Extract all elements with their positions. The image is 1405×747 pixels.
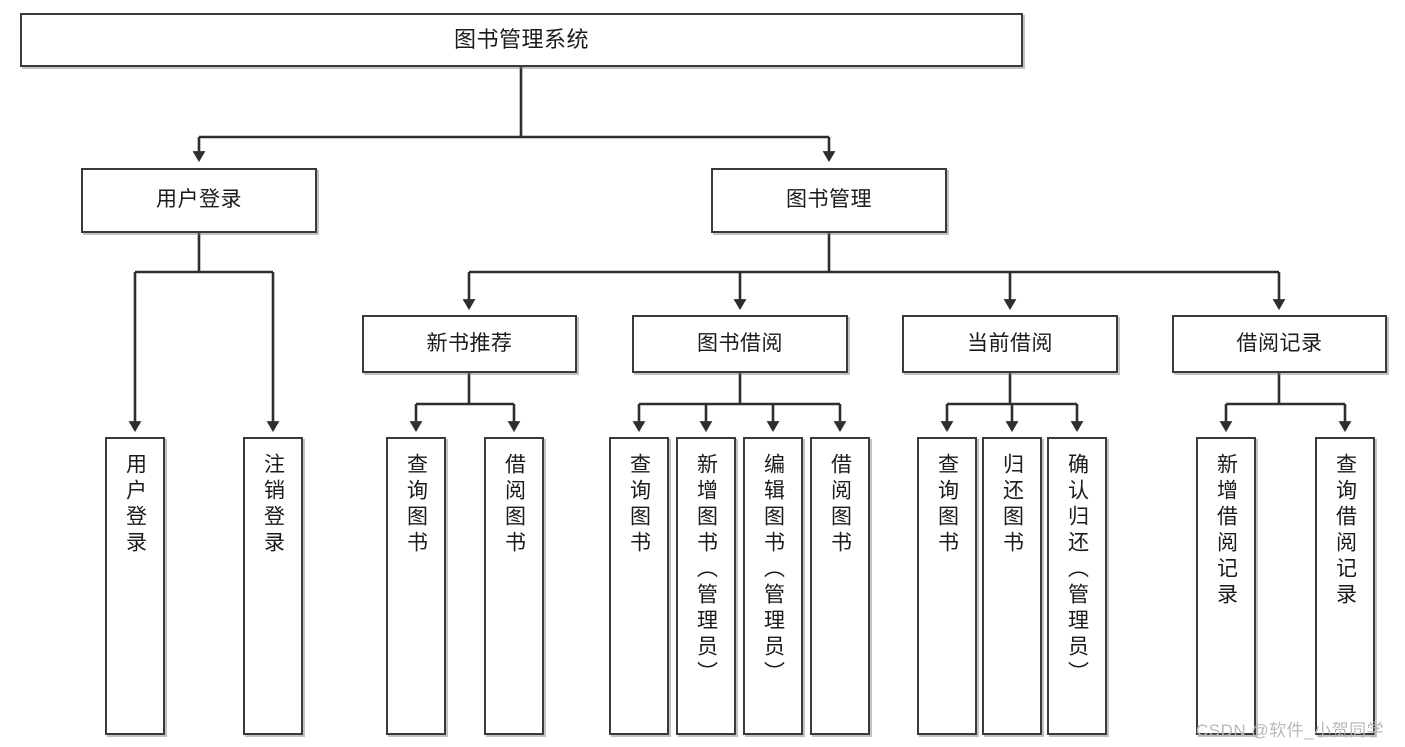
node-leaf-query-book-cb[interactable]: 查询图书 [917,437,977,735]
node-new-book-rec-label: 新书推荐 [426,331,513,355]
node-leaf-return-book-label: 归还图书 [1000,453,1024,557]
node-leaf-logout-label: 注销登录 [261,453,285,557]
node-leaf-confirm-return[interactable]: 确认归还（管理员） [1047,437,1107,735]
node-borrow-record[interactable]: 借阅记录 [1172,315,1387,373]
node-leaf-query-record-label: 查询借阅记录 [1333,453,1357,609]
node-book-borrow[interactable]: 图书借阅 [632,315,848,373]
csdn-watermark: CSDN @软件_小贺同学 [1196,721,1385,740]
node-leaf-user-login[interactable]: 用户登录 [105,437,165,735]
node-user-login[interactable]: 用户登录 [81,168,317,233]
node-leaf-borrow-book-rec[interactable]: 借阅图书 [484,437,544,735]
node-leaf-add-book-label: 新增图书（管理员） [694,453,718,687]
node-root-label: 图书管理系统 [453,27,589,53]
node-leaf-return-book[interactable]: 归还图书 [982,437,1042,735]
node-leaf-user-login-label: 用户登录 [123,453,147,557]
node-user-login-label: 用户登录 [156,188,242,212]
node-current-borrow[interactable]: 当前借阅 [902,315,1118,373]
node-leaf-edit-book[interactable]: 编辑图书（管理员） [743,437,803,735]
node-leaf-add-record[interactable]: 新增借阅记录 [1196,437,1256,735]
node-new-book-rec[interactable]: 新书推荐 [362,315,577,373]
node-leaf-confirm-return-label: 确认归还（管理员） [1065,453,1089,687]
node-book-borrow-label: 图书借阅 [697,331,783,355]
node-book-manage[interactable]: 图书管理 [711,168,947,233]
node-leaf-query-book-cb-label: 查询图书 [935,453,959,557]
node-root[interactable]: 图书管理系统 [20,13,1023,67]
node-leaf-add-book[interactable]: 新增图书（管理员） [676,437,736,735]
node-borrow-record-label: 借阅记录 [1236,331,1323,355]
node-leaf-edit-book-label: 编辑图书（管理员） [761,453,785,687]
node-book-manage-label: 图书管理 [786,188,872,212]
node-leaf-query-book-bb[interactable]: 查询图书 [609,437,669,735]
node-leaf-logout[interactable]: 注销登录 [243,437,303,735]
node-leaf-borrow-book-rec-label: 借阅图书 [502,453,526,557]
node-current-borrow-label: 当前借阅 [967,331,1053,355]
node-leaf-query-book-rec[interactable]: 查询图书 [386,437,446,735]
node-leaf-add-record-label: 新增借阅记录 [1214,453,1238,609]
node-leaf-borrow-book-bb-label: 借阅图书 [828,453,852,557]
node-leaf-query-book-rec-label: 查询图书 [404,453,428,557]
node-leaf-query-record[interactable]: 查询借阅记录 [1315,437,1375,735]
node-leaf-borrow-book-bb[interactable]: 借阅图书 [810,437,870,735]
node-leaf-query-book-bb-label: 查询图书 [627,453,651,557]
